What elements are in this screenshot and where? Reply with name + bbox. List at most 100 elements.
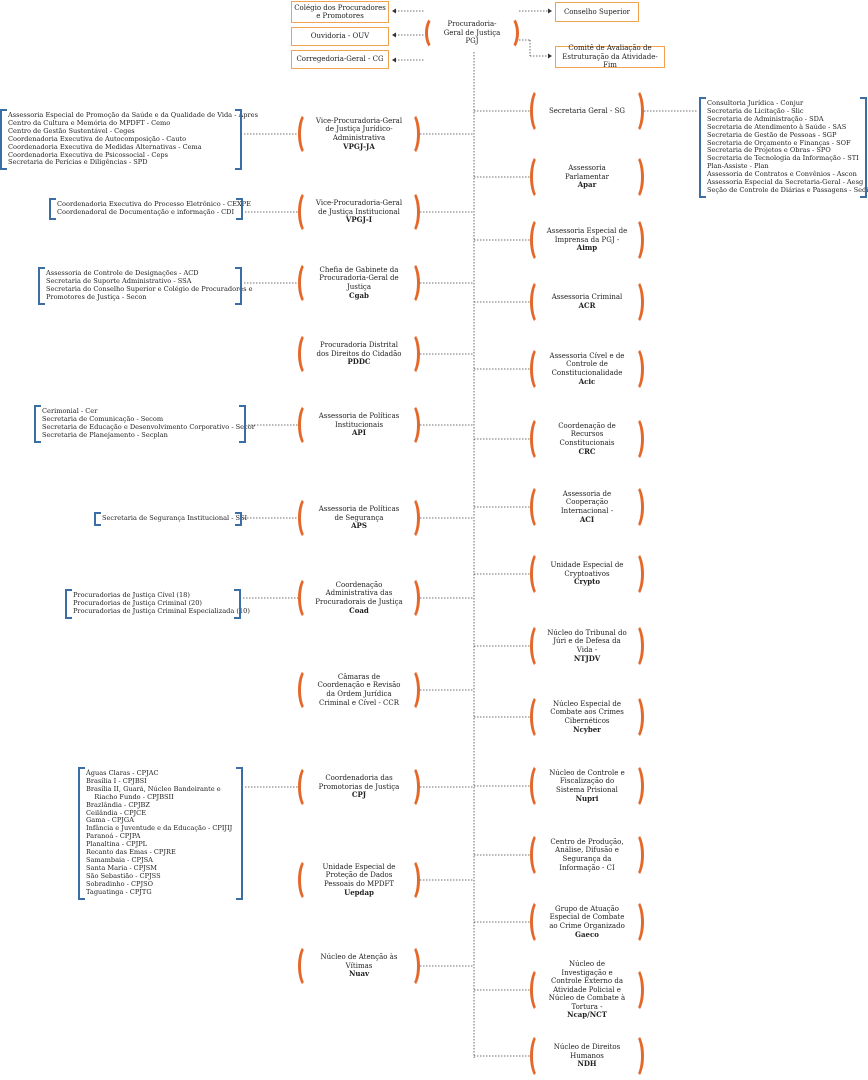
- child-item[interactable]: Assessoria de Contratos e Convênios - As…: [707, 170, 857, 179]
- right-unit-abbr: Gaeco: [575, 929, 599, 939]
- right-unit-name: Núcleo de Direitos Humanos: [553, 1043, 621, 1060]
- child-item[interactable]: Secretaria de Perícias e Diligências - S…: [8, 158, 148, 167]
- child-item[interactable]: Procuradorias de Justiça Cível (18): [73, 591, 190, 599]
- colegio-box[interactable]: Colégio dos Procuradores e Promotores: [291, 1, 389, 23]
- child-item[interactable]: Secretaria de Orçamento e Finanças - SOF: [707, 138, 851, 147]
- left-unit-name: Coordenação Administrativa das Procurado…: [315, 580, 403, 606]
- child-item[interactable]: Procuradorias de Justiça Criminal Especi…: [73, 606, 250, 615]
- left-unit-6[interactable]: Coordenação Administrativa das Procurado…: [298, 576, 420, 620]
- right-unit-4[interactable]: Assessoria Cível e de Controle de Consti…: [530, 346, 644, 392]
- child-item[interactable]: Centro de Gestão Sustentável - Ceges: [8, 126, 135, 135]
- right-unit-name: Núcleo de Investigação e Controle Extern…: [548, 960, 626, 1011]
- child-item[interactable]: Paranoá - CPJPA: [86, 832, 141, 841]
- child-item[interactable]: Assessoria de Controle de Designações - …: [46, 269, 199, 277]
- child-item[interactable]: Centro da Cultura e Memória do MPDFT - C…: [8, 118, 171, 127]
- child-item[interactable]: Cerimonial - Cer: [42, 407, 98, 415]
- child-item[interactable]: Coordenadoral de Documentação e informaç…: [57, 207, 235, 216]
- child-item[interactable]: Secretaria de Planejamento - Secplan: [42, 430, 168, 439]
- child-item[interactable]: Secretaria do Conselho Superior e Colégi…: [46, 284, 253, 293]
- conselho-superior-label: Conselho Superior: [563, 7, 631, 16]
- child-item[interactable]: Gama - CPJGA: [86, 816, 134, 825]
- left-unit-8[interactable]: Coordenadoria das Promotorias de Justiça…: [298, 765, 420, 809]
- right-unit-2[interactable]: Assessoria Especial de Imprensa da PGJ -…: [530, 217, 644, 263]
- child-item[interactable]: Riacho Fundo - CPJBSII: [86, 792, 174, 801]
- child-item[interactable]: Secretaria de Atendimento à Saúde - SAS: [707, 122, 847, 131]
- child-item[interactable]: Secretaria de Projetos e Obras - SPO: [707, 146, 831, 155]
- child-item[interactable]: Recanto das Emas - CPJRE: [86, 848, 176, 857]
- child-item[interactable]: Planaltina - CPJPL: [86, 840, 148, 849]
- comite-box[interactable]: Comitê de Avaliação de Estruturação da A…: [555, 44, 665, 69]
- ouvidoria-box[interactable]: Ouvidoria - OUV: [291, 27, 389, 46]
- right-unit-11[interactable]: Centro de Produção, Análise, Difusão e S…: [530, 832, 644, 878]
- colegio-arrow: [392, 8, 396, 14]
- left-unit-5-children: Secretaria de Segurança Institucional - …: [94, 512, 248, 526]
- child-item[interactable]: Taguatinga - CPJTG: [86, 887, 152, 896]
- child-item[interactable]: Ceilândia - CPJCE: [86, 808, 147, 817]
- child-item[interactable]: São Sebastião - CPJSS: [86, 871, 161, 880]
- right-unit-10[interactable]: Núcleo de Controle e Fiscalização do Sis…: [530, 763, 644, 809]
- right-unit-9[interactable]: Núcleo Especial de Combate aos Crimes Ci…: [530, 694, 644, 740]
- child-item[interactable]: Secretaria de Licitação - Slic: [707, 106, 804, 115]
- left-unit-3[interactable]: Procuradoria Distrital dos Direitos do C…: [298, 332, 420, 376]
- comite-arrow: [548, 53, 552, 59]
- child-item[interactable]: Secretaria de Administração - SDA: [707, 114, 824, 123]
- right-unit-8[interactable]: Núcleo do Tribunal do Júri e de Defesa d…: [530, 623, 644, 669]
- right-unit-name: Assessoria de Cooperação Internacional -: [560, 489, 614, 515]
- child-item[interactable]: Secretaria de Comunicação - Secom: [42, 414, 164, 423]
- child-item[interactable]: Santa Maria - CPJSM: [86, 863, 158, 872]
- child-item[interactable]: Consultoria Jurídica - Conjur: [707, 99, 804, 107]
- child-item[interactable]: Sobradinho - CPJSO: [86, 879, 154, 888]
- conselho-superior-box[interactable]: Conselho Superior: [555, 2, 639, 22]
- left-unit-name: Vice-Procuradoria-Geral de Justiça Insti…: [315, 199, 403, 216]
- child-item[interactable]: Assessoria Especial de Promoção da Saúde…: [8, 111, 258, 119]
- left-unit-1[interactable]: Vice-Procuradoria-Geral de Justiça Insti…: [298, 190, 420, 234]
- left-unit-7[interactable]: Câmaras de Coordenação e Revisão da Orde…: [298, 668, 420, 712]
- left-unit-abbr: Coad: [349, 605, 369, 615]
- child-item[interactable]: Seção de Controle de Diárias e Passagens…: [707, 185, 868, 194]
- child-item[interactable]: Brazlândia - CPJBZ: [86, 800, 150, 809]
- right-unit-name: Grupo de Atuação Especial de Combate ao …: [549, 904, 625, 930]
- right-unit-13[interactable]: Núcleo de Investigação e Controle Extern…: [530, 960, 644, 1019]
- right-unit-6[interactable]: Assessoria de Cooperação Internacional -…: [530, 484, 644, 530]
- child-item[interactable]: Secretaria de Tecnologia da Informação -…: [707, 154, 859, 163]
- child-item[interactable]: Brasília I - CPJBSI: [86, 776, 147, 785]
- left-unit-9[interactable]: Unidade Especial de Proteção de Dados Pe…: [298, 858, 420, 902]
- child-item[interactable]: Samambaia - CPJSA: [86, 855, 153, 864]
- pgj-box[interactable]: Procuradoria-Geral de Justiça PGJ: [425, 16, 519, 50]
- right-unit-abbr: CRC: [578, 446, 596, 456]
- child-item[interactable]: Assessoria Especial da Secretaria-Geral …: [707, 178, 864, 187]
- right-unit-abbr: Nupri: [575, 793, 599, 803]
- left-unit-0[interactable]: Vice-Procuradoria-Geral de Justiça Juríd…: [298, 112, 420, 156]
- child-item[interactable]: Infância e Juventude e da Educação - CPI…: [86, 824, 233, 833]
- left-unit-2[interactable]: Chefia de Gabinete da Procuradoria-Geral…: [298, 261, 420, 305]
- right-unit-12[interactable]: Grupo de Atuação Especial de Combate ao …: [530, 899, 644, 945]
- right-unit-abbr: Apar: [577, 180, 597, 190]
- child-item[interactable]: Secretaria de Segurança Institucional - …: [102, 514, 248, 522]
- corregedoria-box[interactable]: Corregedoria-Geral - CG: [291, 50, 389, 69]
- child-item[interactable]: Coordenadoria Executiva de Psicossocial …: [8, 150, 168, 159]
- child-item[interactable]: Promotores de Justiça - Secon: [46, 292, 147, 301]
- child-item[interactable]: Plan-Assiste - Plan: [707, 162, 769, 171]
- corregedoria-label: Corregedoria-Geral - CG: [296, 55, 384, 64]
- child-item[interactable]: Brasília II, Guará, Núcleo Bandeirante e: [86, 784, 221, 793]
- child-item[interactable]: Procuradorias de Justiça Criminal (20): [73, 598, 202, 607]
- child-item[interactable]: Secretaria de Gestão de Pessoas - SGP: [707, 130, 837, 139]
- child-item[interactable]: Coordenadoria Executiva de Autocomposiçã…: [8, 134, 187, 143]
- child-item[interactable]: Secretaria de Suporte Administrativo - S…: [46, 276, 192, 285]
- right-unit-abbr: NTJDV: [573, 653, 601, 663]
- right-unit-0[interactable]: Secretaria Geral - SG: [530, 88, 644, 134]
- child-item[interactable]: Coordenadoria Executiva de Medidas Alter…: [8, 142, 202, 151]
- child-item[interactable]: Águas Claras - CPJAC: [86, 769, 159, 777]
- right-unit-name: Núcleo Especial de Combate aos Crimes Ci…: [550, 699, 624, 725]
- left-unit-1-children: Coordenadoria Executiva do Processo Elet…: [49, 198, 251, 220]
